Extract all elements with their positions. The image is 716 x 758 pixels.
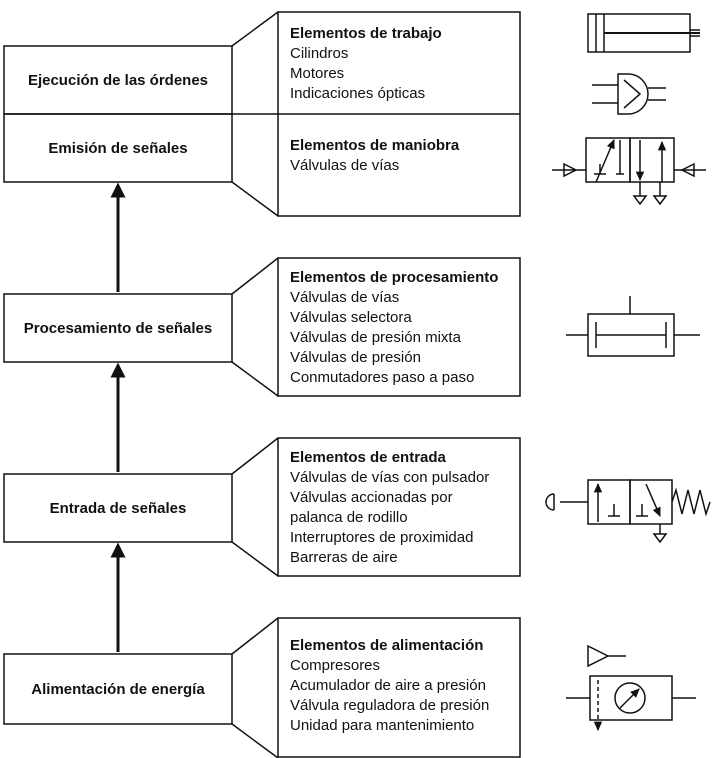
group-item: Compresores	[290, 657, 381, 674]
stage-label-procesamiento: Procesamiento de señales	[23, 319, 213, 337]
group-item: Válvulas de presión mixta	[290, 329, 461, 346]
group-item: Indicaciones ópticas	[290, 85, 426, 102]
group-item: Conmutadores paso a paso	[290, 369, 475, 386]
stage-label-entrada: Entrada de señales	[49, 499, 187, 517]
group-item: Válvulas de vías	[290, 157, 400, 174]
group-alimentacion: Elementos de alimentación Compresores Ac…	[290, 636, 489, 736]
group-entrada: Elementos de entrada Válvulas de vías co…	[290, 448, 489, 568]
stage-label-emision: Emisión de señales	[48, 139, 188, 157]
group-item: Interruptores de proximidad	[290, 529, 474, 546]
group-heading: Elementos de procesamiento	[290, 269, 499, 286]
group-item: Cilindros	[290, 45, 349, 62]
group-item: Acumulador de aire a presión	[290, 677, 486, 694]
group-maniobra: Elementos de maniobra Válvulas de vías	[290, 136, 459, 176]
group-item: Válvulas de vías	[290, 289, 400, 306]
group-item: Válvulas de vías con pulsador	[290, 469, 490, 486]
group-panels	[232, 11, 521, 758]
group-item: Válvulas accionadas por	[290, 489, 453, 506]
cylinder-icon	[587, 13, 700, 53]
group-item: Válvula reguladora de presión	[290, 697, 490, 714]
group-item: palanca de rodillo	[290, 509, 408, 526]
connector-funnels	[231, 11, 279, 758]
group-trabajo: Elementos de trabajo Cilindros Motores I…	[290, 24, 442, 104]
stage-label-alimentacion: Alimentación de energía	[31, 680, 205, 698]
group-heading: Elementos de alimentación	[290, 637, 484, 654]
stage-label-ejecucion: Ejecución de las órdenes	[27, 71, 209, 89]
stage-boxes	[3, 45, 233, 725]
group-heading: Elementos de maniobra	[290, 137, 460, 154]
shuttle-valve-icon	[566, 296, 700, 357]
group-item: Válvulas de presión	[290, 349, 421, 366]
group-heading: Elementos de trabajo	[290, 25, 442, 42]
maintenance-unit-icon	[566, 675, 696, 732]
group-procesamiento: Elementos de procesamiento Válvulas de v…	[290, 268, 498, 388]
group-item: Válvulas selectora	[290, 309, 412, 326]
group-item: Barreras de aire	[290, 549, 398, 566]
motor-icon	[592, 73, 666, 115]
roller-valve-icon	[545, 479, 711, 544]
group-heading: Elementos de entrada	[290, 449, 446, 466]
group-item: Unidad para mantenimiento	[290, 717, 475, 734]
compressor-icon	[587, 644, 626, 668]
group-item: Motores	[290, 65, 345, 82]
directional-valve-icon	[552, 137, 706, 206]
